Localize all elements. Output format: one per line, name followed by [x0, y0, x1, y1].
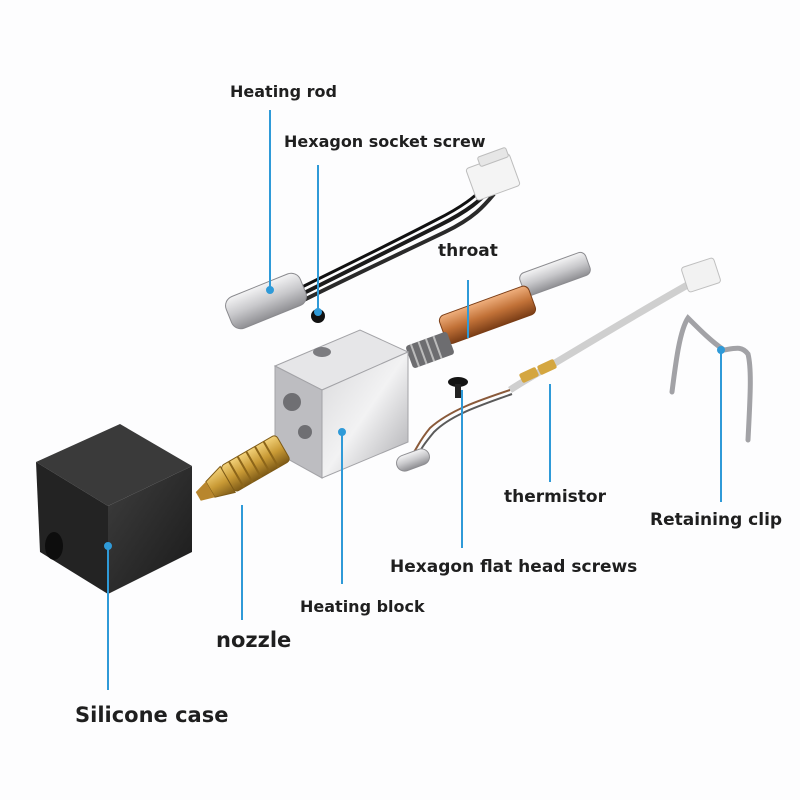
- label-nozzle: nozzle: [216, 630, 291, 651]
- throat-part: [405, 251, 592, 369]
- label-retaining-clip: Retaining clip: [650, 512, 782, 529]
- hexagon-flat-head-screws-part: [448, 377, 468, 398]
- label-heating-rod: Heating rod: [230, 84, 337, 100]
- retaining-clip-part: [672, 318, 750, 440]
- label-hexagon-socket-screw: Hexagon socket screw: [284, 134, 486, 150]
- label-hexagon-flat-head-screws: Hexagon flat head screws: [390, 559, 637, 576]
- silicone-case-part: [36, 424, 192, 594]
- nozzle-part: [191, 434, 291, 509]
- label-heating-block: Heating block: [300, 599, 425, 615]
- label-thermistor: thermistor: [504, 489, 606, 506]
- thermistor-part: [394, 257, 721, 473]
- label-silicone-case: Silicone case: [75, 705, 228, 726]
- label-throat: throat: [438, 243, 498, 260]
